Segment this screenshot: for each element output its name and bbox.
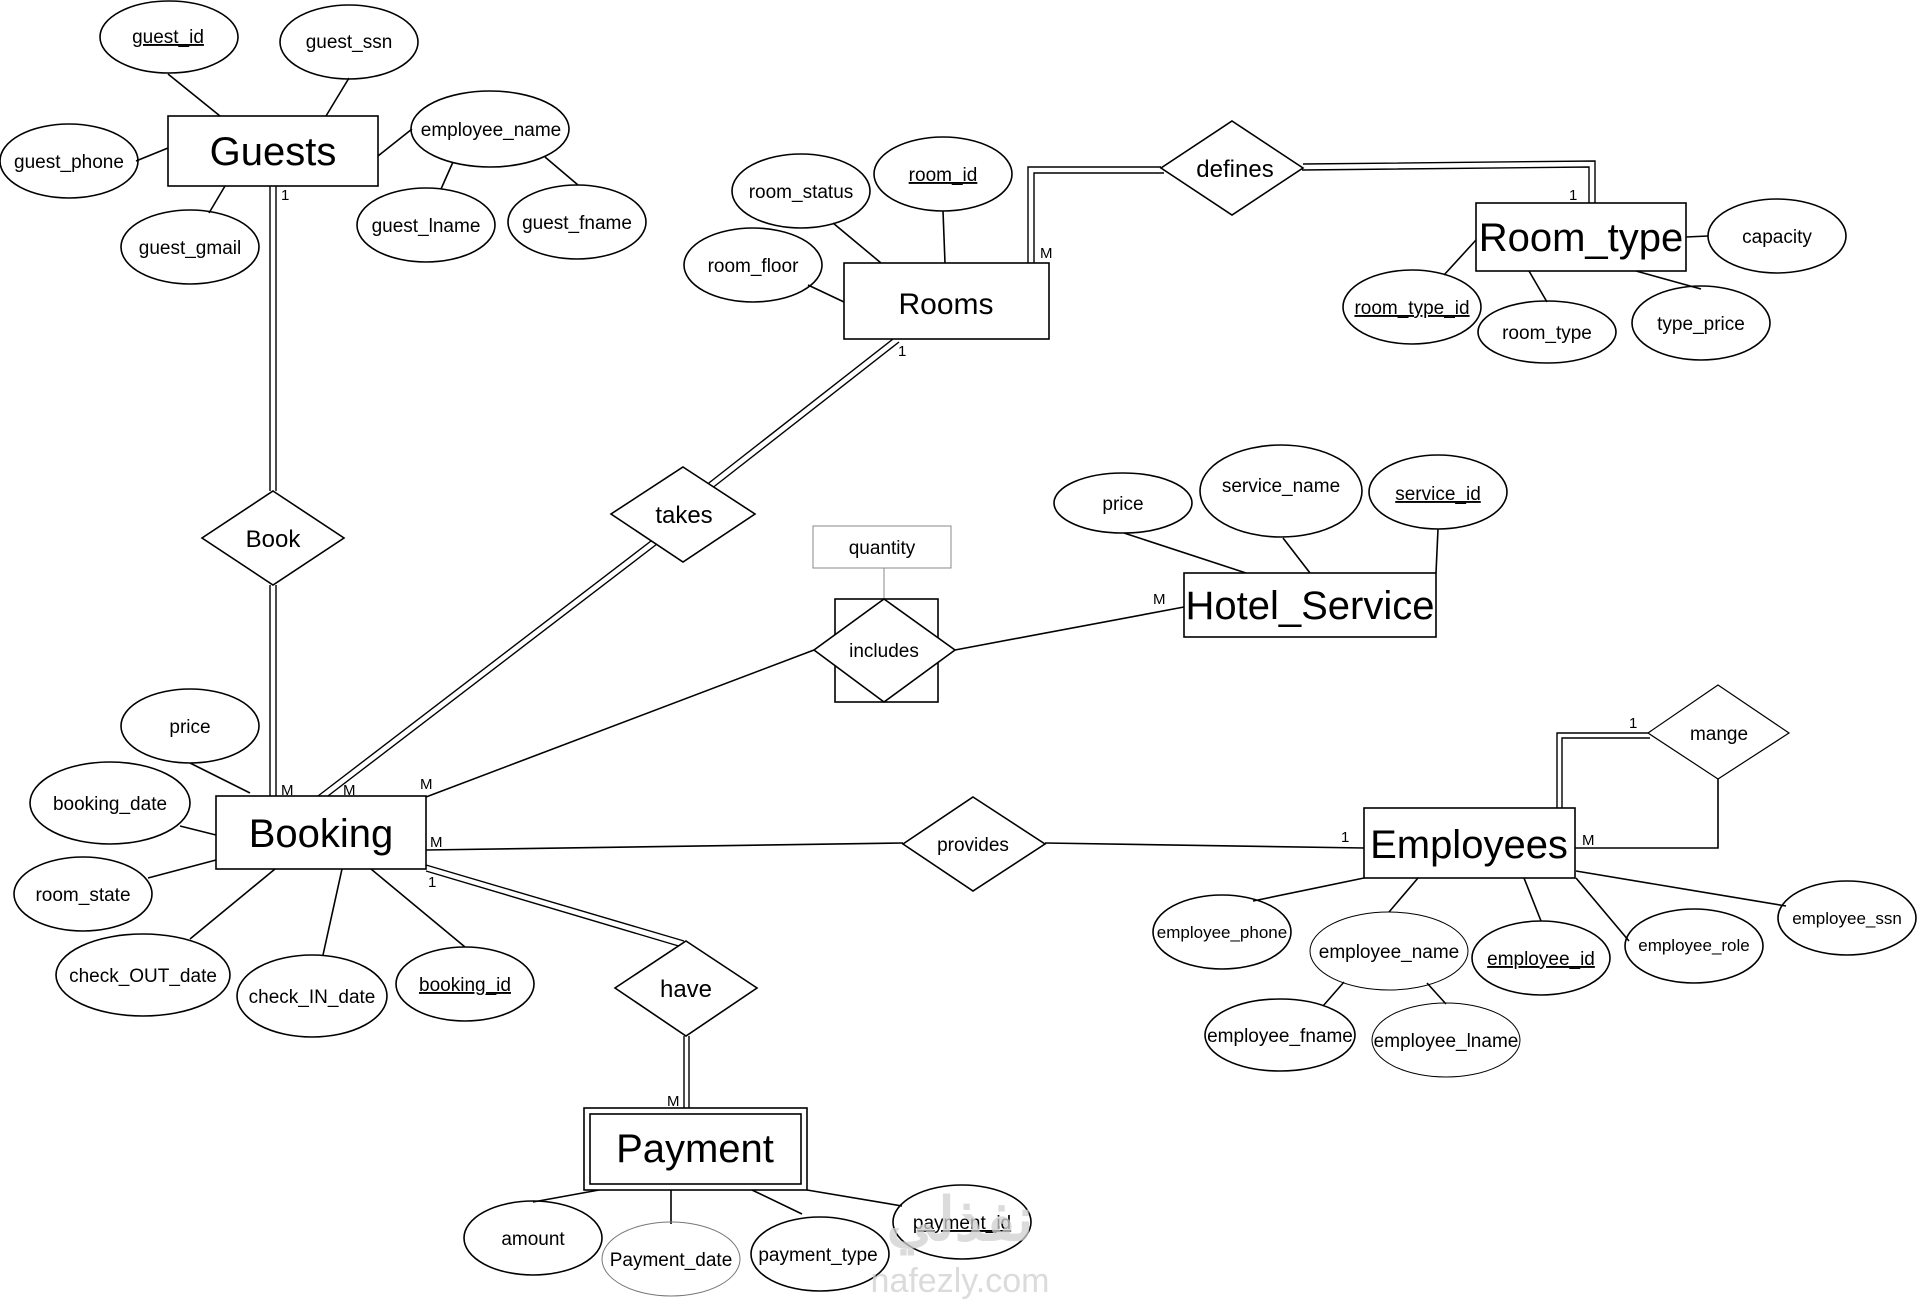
cardinality-booking-includes: M: [420, 776, 433, 793]
attr-service-id: service_id: [1395, 484, 1481, 505]
attr-booking-id: booking_id: [419, 975, 511, 996]
cardinality-hotel-service-includes: M: [1153, 591, 1166, 608]
entity-boxes: [167, 115, 1687, 1191]
relationship-provides: provides: [937, 835, 1009, 856]
attr-payment-id: payment_id: [913, 1213, 1011, 1234]
attr-payment-type: payment_type: [758, 1245, 877, 1266]
relationship-includes: includes: [849, 641, 919, 662]
attr-room-id: room_id: [909, 165, 978, 186]
attr-guest-ssn: guest_ssn: [306, 32, 393, 53]
relationship-takes: takes: [655, 502, 712, 529]
attr-guest-gmail: guest_gmail: [139, 238, 241, 259]
attr-room-type: room_type: [1502, 323, 1592, 344]
cardinality-booking-takes: M: [343, 782, 356, 799]
entity-room-type: Room_type: [1479, 216, 1684, 260]
attr-check-in-date: check_IN_date: [249, 987, 376, 1008]
watermark: نفذلي nafezly.com: [871, 1186, 1050, 1299]
attr-booking-price: price: [169, 717, 210, 738]
relationship-mange: mange: [1690, 724, 1748, 745]
attr-service-price: price: [1102, 494, 1143, 515]
attr-guest-lname: guest_lname: [372, 216, 481, 237]
attr-quantity: quantity: [849, 538, 916, 559]
relationship-defines: defines: [1196, 156, 1273, 183]
attr-booking-date: booking_date: [53, 794, 167, 815]
attr-employee-phone: employee_phone: [1157, 923, 1287, 942]
cardinality-rooms-defines: M: [1040, 245, 1053, 262]
attr-room-floor: room_floor: [708, 256, 799, 277]
attr-employee-fname: employee_fname: [1207, 1026, 1353, 1047]
attr-room-type-id: room_type_id: [1354, 298, 1469, 319]
attr-type-price: type_price: [1657, 314, 1745, 335]
attr-payment-date: Payment_date: [610, 1250, 733, 1271]
entity-booking: Booking: [249, 812, 394, 856]
attr-guest-employee-name: employee_name: [421, 120, 561, 141]
cardinality-employees-provides: 1: [1341, 829, 1349, 846]
relationship-have: have: [660, 976, 712, 1003]
attr-capacity: capacity: [1742, 227, 1812, 248]
attr-amount: amount: [501, 1229, 565, 1250]
watermark-arabic: نفذلي: [887, 1186, 1034, 1256]
attr-employee-ssn: employee_ssn: [1792, 909, 1902, 928]
entity-payment: Payment: [616, 1127, 774, 1171]
attr-employee-id: employee_id: [1487, 949, 1595, 970]
total-participation-links: [269, 160, 1650, 1108]
cardinality-rooms-takes: 1: [898, 343, 906, 360]
attr-guest-fname: guest_fname: [522, 213, 632, 234]
cardinality-room-type-defines: 1: [1569, 187, 1577, 204]
cardinality-booking-provides: M: [430, 834, 443, 851]
attr-service-name: service_name: [1222, 476, 1340, 497]
attr-room-state: room_state: [35, 885, 130, 906]
entity-rooms: Rooms: [898, 288, 993, 321]
attr-employee-role: employee_role: [1638, 936, 1750, 955]
attr-employee-lname: employee_lname: [1374, 1031, 1519, 1052]
attr-check-out-date: check_OUT_date: [69, 966, 217, 987]
cardinality-payment-have: M: [667, 1093, 680, 1110]
quantity-attribute-box: [812, 525, 952, 569]
cardinality-employees-mange-many: M: [1582, 832, 1595, 849]
cardinality-booking-have: 1: [428, 874, 436, 891]
attr-employee-name: employee_name: [1319, 942, 1459, 963]
entity-hotel-service: Hotel_Service: [1185, 584, 1434, 628]
entity-guests: Guests: [210, 130, 337, 174]
attr-guest-phone: guest_phone: [14, 152, 124, 173]
watermark-latin: nafezly.com: [871, 1262, 1050, 1299]
cardinality-booking-book: M: [281, 782, 294, 799]
relationship-links: [425, 568, 1719, 851]
relationship-diamonds: [200, 120, 1791, 1037]
cardinality-guests-book: 1: [281, 187, 289, 204]
attr-room-status: room_status: [749, 182, 854, 203]
relationship-book: Book: [246, 526, 302, 553]
entity-employees: Employees: [1370, 823, 1568, 867]
attr-guest-id: guest_id: [132, 27, 204, 48]
cardinality-employees-mange-one: 1: [1629, 715, 1637, 732]
